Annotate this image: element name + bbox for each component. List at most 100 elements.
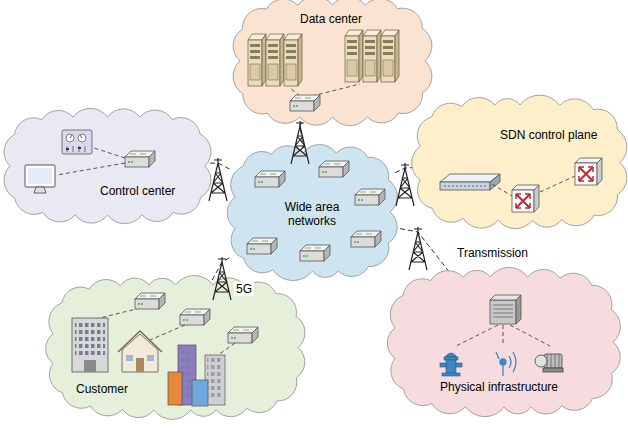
control-panel-icon <box>70 135 82 138</box>
cloud-label: SDN control plane <box>500 128 597 142</box>
server-rack <box>248 34 266 86</box>
rtu-device <box>490 295 521 324</box>
control-panel-icon <box>66 148 69 150</box>
sdn-router-icon <box>512 185 539 212</box>
house <box>118 331 162 352</box>
leader-line <box>456 325 550 346</box>
monitor-icon <box>25 165 55 187</box>
tower-buildings <box>207 358 223 400</box>
rtu-device <box>493 305 513 317</box>
local-wire <box>218 343 235 355</box>
pump-icon <box>547 354 559 368</box>
server-rack <box>284 34 302 86</box>
local-wire <box>150 325 185 340</box>
wan-router <box>355 189 385 205</box>
tower-buildings <box>192 380 208 406</box>
local-wire <box>57 163 125 175</box>
office-building <box>72 318 108 372</box>
local-wire <box>492 184 512 196</box>
wan-router <box>247 161 385 261</box>
wireless-sensor-icon <box>513 352 516 372</box>
house <box>118 331 162 372</box>
house <box>136 358 144 372</box>
house <box>147 355 154 361</box>
house <box>122 334 158 372</box>
leader-line <box>503 325 504 346</box>
cloud-shape <box>387 267 620 416</box>
leader-line <box>510 325 550 346</box>
cloud-label: Data center <box>300 12 362 26</box>
hydrant-icon <box>444 357 458 360</box>
cloud-shape <box>412 95 627 229</box>
sdn-router-icon <box>575 158 602 185</box>
monitor-icon <box>34 187 46 193</box>
rtu-device <box>516 295 521 324</box>
control-panel-icon <box>62 130 92 154</box>
control-panel-icon <box>67 146 85 152</box>
link-label: Transmission <box>455 246 530 260</box>
antenna-tower <box>396 163 414 206</box>
local-wire <box>100 308 235 355</box>
wireless-sensor-icon <box>496 352 503 376</box>
cloud-shape <box>233 0 432 126</box>
cloud-shape <box>46 276 305 420</box>
pump-icon <box>535 354 563 372</box>
monitor-icon <box>25 165 55 193</box>
antenna-tower <box>409 227 427 270</box>
cloud-shape <box>227 145 397 281</box>
antenna-tower <box>209 121 427 300</box>
server-rack <box>248 30 399 86</box>
local-wire <box>312 84 360 96</box>
hydrant-icon <box>446 360 456 373</box>
local-wire <box>540 176 575 192</box>
customer-router <box>135 293 165 309</box>
hydrant-icon <box>440 353 462 376</box>
server-rack <box>381 30 399 82</box>
monitor-icon <box>28 168 52 184</box>
customer-router <box>135 293 258 343</box>
network-cloud: Physical infrastructure <box>390 272 618 412</box>
office-building <box>72 318 108 372</box>
pump-icon <box>543 368 563 372</box>
wan-router <box>300 245 330 261</box>
wan-router <box>247 238 277 254</box>
control-panel-icon <box>62 130 92 154</box>
router-icon <box>290 95 320 111</box>
wireless-sensor-icon <box>509 356 511 368</box>
antenna-tower <box>291 121 309 164</box>
switch-icon <box>444 186 486 187</box>
hydrant-icon <box>442 373 460 376</box>
customer-router <box>180 309 210 325</box>
cloud-label: Physical infrastructure <box>440 380 558 394</box>
office-building <box>84 360 96 372</box>
server-rack <box>363 30 381 82</box>
cloud-shape <box>4 108 211 223</box>
hydrant-icon <box>456 363 462 367</box>
leader-line <box>456 325 498 346</box>
local-wire <box>57 148 125 175</box>
antenna-tower <box>213 257 231 300</box>
customer-router <box>228 327 258 343</box>
pump-icon <box>535 355 547 367</box>
local-wire <box>100 308 140 318</box>
tower-buildings <box>168 372 182 405</box>
switch-icon <box>440 182 490 190</box>
wireless-sensor-icon <box>496 352 516 376</box>
link-label: 5G <box>234 282 254 296</box>
local-wire <box>94 148 125 158</box>
server-rack <box>345 30 363 82</box>
dashed-link <box>395 228 449 272</box>
wan-router <box>351 231 381 247</box>
antenna-tower <box>209 158 227 201</box>
cloud-label: Wide area networks <box>272 200 352 228</box>
local-wire <box>290 84 360 96</box>
wan-router <box>255 171 285 187</box>
hydrant-icon <box>440 363 446 367</box>
control-panel-icon <box>78 147 81 149</box>
house <box>126 355 133 361</box>
hydrant-icon <box>445 353 457 357</box>
office-building <box>75 322 105 358</box>
cloud-label: Control center <box>100 184 175 198</box>
server-rack <box>266 34 284 86</box>
